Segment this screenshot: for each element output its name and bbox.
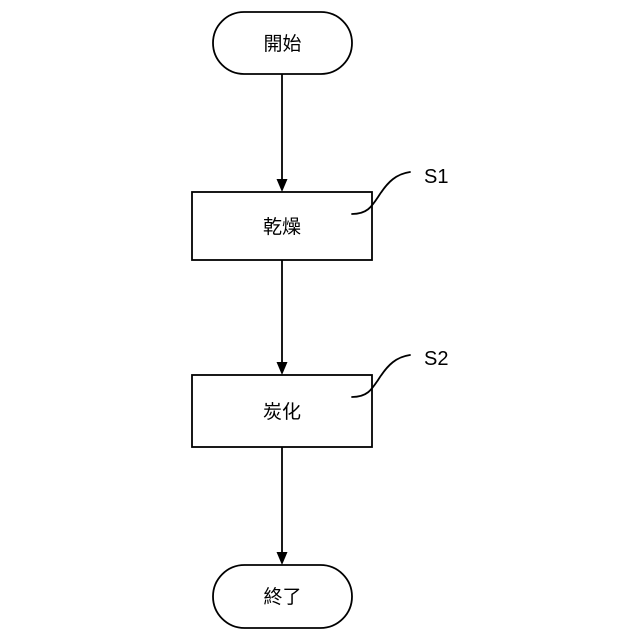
arrowhead-icon bbox=[276, 552, 288, 565]
step-label-s2-text: S2 bbox=[424, 348, 448, 370]
leader-line-s1 bbox=[351, 171, 411, 215]
node-step2-label: 炭化 bbox=[263, 401, 301, 423]
node-end[interactable]: 終了 bbox=[212, 564, 353, 629]
connector-step2-to-end bbox=[276, 447, 288, 565]
node-step1-label: 乾燥 bbox=[263, 216, 301, 238]
node-end-shape bbox=[212, 564, 353, 629]
connector-step1-to-step2 bbox=[276, 260, 288, 375]
arrowhead-icon bbox=[276, 362, 288, 375]
step-label-s1-text: S1 bbox=[424, 166, 448, 188]
node-start[interactable]: 開始 bbox=[212, 11, 353, 75]
node-step1[interactable]: 乾燥 bbox=[191, 191, 373, 261]
node-step2[interactable]: 炭化 bbox=[191, 374, 373, 448]
arrowhead-icon bbox=[276, 179, 288, 192]
node-end-label: 終了 bbox=[263, 586, 301, 608]
connector-start-to-step1 bbox=[276, 74, 288, 192]
node-step2-shape bbox=[191, 374, 373, 448]
node-start-shape bbox=[212, 11, 353, 75]
node-step1-shape bbox=[191, 191, 373, 261]
step-label-s2: S2 bbox=[351, 348, 448, 398]
node-start-label: 開始 bbox=[263, 33, 301, 55]
step-label-s1: S1 bbox=[351, 166, 448, 215]
leader-line-s2 bbox=[351, 354, 411, 398]
